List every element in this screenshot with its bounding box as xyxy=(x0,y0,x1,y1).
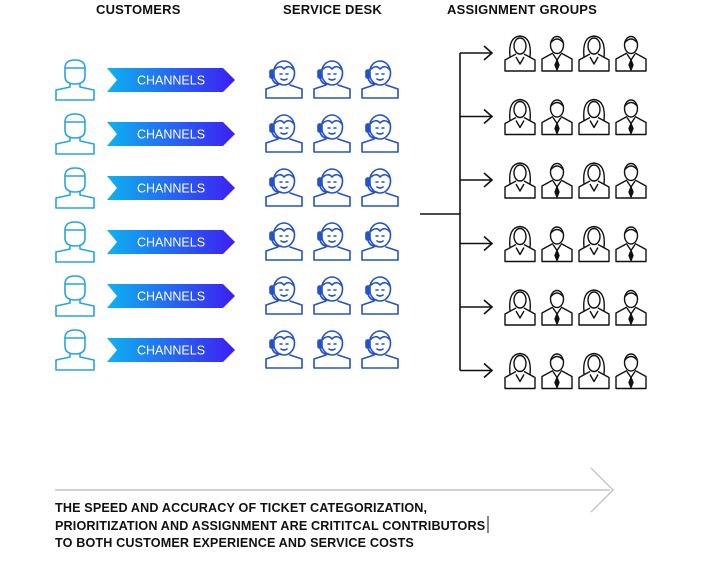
routing-tree xyxy=(420,45,494,379)
caption: THE SPEED AND ACCURACY OF TICKET CATEGOR… xyxy=(55,500,575,553)
chevron-arrow-icon: CHANNELS xyxy=(107,230,235,254)
chevron-arrow-icon: CHANNELS xyxy=(107,68,235,92)
headset-agent-icon xyxy=(265,222,303,261)
assignment-group xyxy=(504,225,647,263)
assignment-group xyxy=(504,289,647,326)
headset-agent-icon xyxy=(361,60,399,99)
channel-label: CHANNELS xyxy=(137,74,205,88)
assignment-groups-header: ASSIGNMENT GROUPS xyxy=(447,2,598,17)
headset-agent-icon xyxy=(313,168,351,207)
customer-icon xyxy=(55,59,95,101)
flow-row: CHANNELS xyxy=(55,59,399,101)
person-icon xyxy=(541,289,573,326)
headset-agent-icon xyxy=(265,168,303,207)
customer-icon xyxy=(55,275,95,317)
person-icon xyxy=(615,289,647,326)
person-icon xyxy=(541,99,573,136)
headset-agent-icon xyxy=(313,276,351,315)
person-icon xyxy=(541,35,573,72)
person-icon xyxy=(541,353,573,390)
headset-agent-icon xyxy=(361,222,399,261)
headset-agent-icon xyxy=(361,168,399,207)
person-icon xyxy=(504,35,536,72)
chevron-arrow-icon: CHANNELS xyxy=(107,122,235,146)
customers-header: CUSTOMERS xyxy=(96,2,181,17)
caption-line-2: PRIORITIZATION AND ASSIGNMENT ARE CRITIT… xyxy=(55,518,486,533)
caption-line-1: THE SPEED AND ACCURACY OF TICKET CATEGOR… xyxy=(55,501,428,515)
person-icon xyxy=(578,225,610,263)
headset-agent-icon xyxy=(265,276,303,315)
channel-label: CHANNELS xyxy=(137,128,205,142)
headset-agent-icon xyxy=(265,60,303,99)
bottom-arrow-icon xyxy=(55,467,614,533)
person-icon xyxy=(578,98,610,136)
channel-label: CHANNELS xyxy=(137,290,205,304)
chevron-arrow-icon: CHANNELS xyxy=(107,338,235,362)
person-icon xyxy=(578,352,610,390)
chevron-arrow-icon: CHANNELS xyxy=(107,284,235,308)
headset-agent-icon xyxy=(265,330,303,369)
person-icon xyxy=(504,352,536,390)
flow-row: CHANNELS xyxy=(55,275,399,317)
headset-agent-icon xyxy=(313,114,351,153)
person-icon xyxy=(504,289,536,326)
headset-agent-icon xyxy=(313,330,351,369)
person-icon xyxy=(504,225,536,263)
customer-icon xyxy=(55,113,95,155)
person-icon xyxy=(578,289,610,326)
person-icon xyxy=(578,35,610,72)
chevron-arrow-icon: CHANNELS xyxy=(107,176,235,200)
person-icon xyxy=(541,226,573,263)
caption-line-3: TO BOTH CUSTOMER EXPERIENCE AND SERVICE … xyxy=(55,536,414,550)
person-icon xyxy=(541,162,573,199)
flow-row: CHANNELS xyxy=(55,113,399,155)
person-icon xyxy=(504,162,536,199)
person-icon xyxy=(615,162,647,199)
service-desk-header: SERVICE DESK xyxy=(283,2,382,17)
channel-label: CHANNELS xyxy=(137,182,205,196)
assignment-group xyxy=(504,98,647,136)
person-icon xyxy=(578,162,610,199)
channel-label: CHANNELS xyxy=(137,236,205,250)
flow-row: CHANNELS xyxy=(55,167,399,209)
person-icon xyxy=(615,99,647,136)
channel-label: CHANNELS xyxy=(137,344,205,358)
customer-icon xyxy=(55,221,95,263)
headset-agent-icon xyxy=(313,60,351,99)
customer-icon xyxy=(55,329,95,371)
flow-row: CHANNELS xyxy=(55,329,399,371)
headset-agent-icon xyxy=(361,330,399,369)
flow-row: CHANNELS xyxy=(55,221,399,263)
headset-agent-icon xyxy=(313,222,351,261)
assignment-group xyxy=(504,35,647,72)
headset-agent-icon xyxy=(361,276,399,315)
person-icon xyxy=(615,35,647,72)
headset-agent-icon xyxy=(361,114,399,153)
person-icon xyxy=(615,226,647,263)
person-icon xyxy=(615,353,647,390)
customer-icon xyxy=(55,167,95,209)
assignment-group xyxy=(504,352,647,390)
headset-agent-icon xyxy=(265,114,303,153)
person-icon xyxy=(504,98,536,136)
assignment-group xyxy=(504,162,647,199)
